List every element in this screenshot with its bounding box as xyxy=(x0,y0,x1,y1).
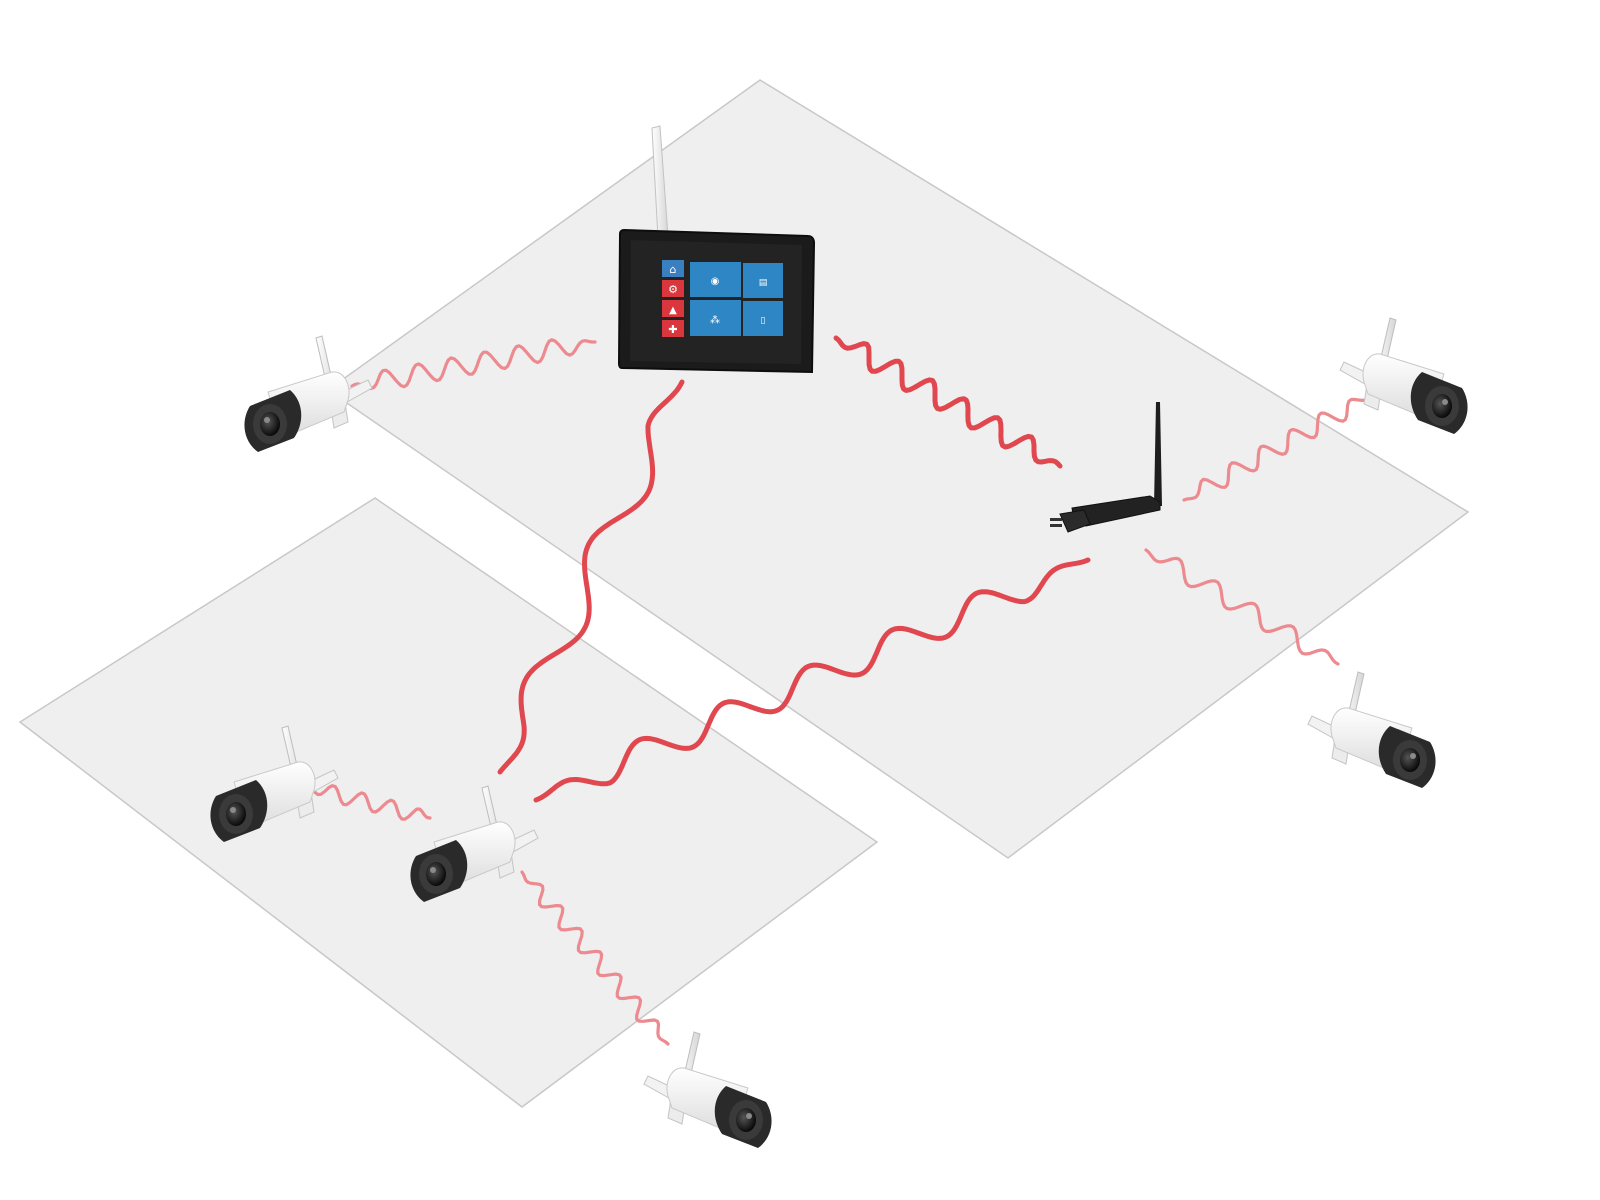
network-icon: ⁂ xyxy=(710,314,720,326)
monitor-station: ⌂ ⚙ ▲ ✚ ◉ ▤ ⁂ ▯ xyxy=(617,125,816,374)
camera-upper-left xyxy=(243,335,373,453)
nav-button-home[interactable] xyxy=(662,260,684,277)
tile-network[interactable] xyxy=(690,300,741,336)
wave-camera-lower-left-to-lower-center xyxy=(308,784,432,821)
alarm-bell-icon: ▲ xyxy=(669,305,677,316)
tile-camera-view[interactable] xyxy=(690,262,741,297)
camera-view-icon: ◉ xyxy=(711,276,720,287)
wave-repeater-to-camera-lower-center xyxy=(533,557,1091,803)
record-icon: ✚ xyxy=(668,323,677,336)
nav-button-record[interactable] xyxy=(662,320,684,337)
tile-playback[interactable] xyxy=(743,263,783,298)
wave-camera-lower-center-to-bottom xyxy=(520,870,670,1046)
wave-monitor-to-repeater xyxy=(833,335,1063,469)
wave-monitor-to-camera-upper-left xyxy=(350,338,597,391)
home-icon: ⌂ xyxy=(670,263,677,276)
camera-upper-right xyxy=(1339,317,1469,435)
tile-files[interactable] xyxy=(743,301,783,336)
repeater-antenna xyxy=(1154,402,1162,506)
gear-icon: ⚙ xyxy=(668,283,678,296)
upper-floor-plane xyxy=(326,79,1470,859)
playback-icon: ▤ xyxy=(759,278,768,288)
wave-repeater-to-camera-upper-right xyxy=(1182,394,1372,502)
file-icon: ▯ xyxy=(761,316,766,326)
wave-monitor-to-camera-lower-center xyxy=(497,379,685,775)
wave-repeater-to-camera-mid-right xyxy=(1144,548,1340,666)
camera-mid-right xyxy=(1307,671,1437,789)
nav-button-alarm[interactable] xyxy=(662,300,684,317)
camera-bottom xyxy=(643,1031,773,1149)
wifi-repeater xyxy=(1050,402,1162,533)
signal-waves xyxy=(308,335,1372,1046)
nav-button-settings[interactable] xyxy=(662,280,684,297)
